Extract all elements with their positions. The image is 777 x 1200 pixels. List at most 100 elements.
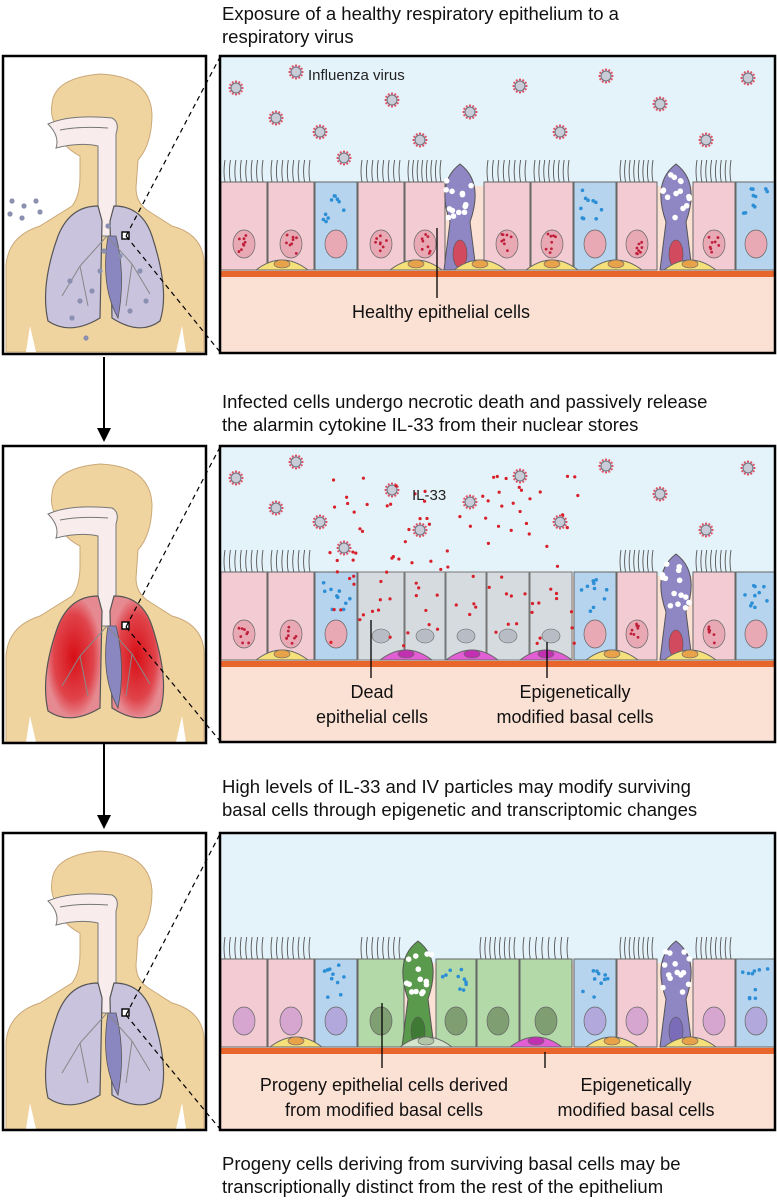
il33-particle bbox=[474, 605, 478, 609]
nuclear-il33 bbox=[428, 249, 432, 253]
virus-spike bbox=[418, 145, 422, 148]
virus-spike bbox=[750, 82, 753, 85]
virus-particle bbox=[412, 132, 428, 148]
cilium bbox=[228, 936, 231, 960]
cilium bbox=[275, 159, 278, 183]
epithelial-cell bbox=[267, 936, 315, 1048]
virus-spike bbox=[555, 526, 558, 529]
virus-spike bbox=[601, 459, 604, 462]
arm-gap-right bbox=[176, 1103, 186, 1129]
cilium bbox=[286, 549, 289, 573]
nuclear-il33 bbox=[506, 249, 509, 253]
cilium bbox=[494, 936, 497, 960]
virus-spike bbox=[664, 496, 667, 499]
club-granule bbox=[591, 199, 595, 203]
virus-spike bbox=[515, 79, 518, 82]
il33-particle bbox=[379, 579, 383, 584]
club-granule bbox=[444, 973, 448, 977]
virus-spike bbox=[711, 138, 714, 142]
virus-spike bbox=[746, 473, 750, 476]
mucus-granule bbox=[424, 951, 430, 957]
virus-spike bbox=[752, 470, 755, 473]
il33-particle bbox=[424, 608, 428, 613]
basal-nucleus bbox=[681, 1036, 699, 1046]
mucus-granule bbox=[667, 602, 674, 609]
mucus-granule bbox=[428, 951, 435, 958]
virus-spike bbox=[229, 83, 232, 86]
basal-nucleus bbox=[603, 649, 621, 659]
club-granule bbox=[596, 971, 601, 976]
club-granule bbox=[604, 587, 609, 592]
cilium bbox=[256, 936, 259, 960]
cilium bbox=[628, 549, 631, 573]
virus-spike bbox=[558, 527, 562, 530]
cilium bbox=[637, 549, 640, 573]
virus-spike bbox=[348, 160, 351, 163]
cilium bbox=[234, 159, 237, 183]
club-granule bbox=[753, 593, 757, 598]
virus-spike bbox=[553, 127, 556, 130]
il33-particle bbox=[528, 497, 532, 501]
nuclear-il33 bbox=[707, 235, 711, 239]
nuclear-il33 bbox=[544, 247, 548, 251]
virus-spike bbox=[415, 144, 418, 147]
virus-particle bbox=[462, 104, 478, 120]
virus-spike bbox=[662, 108, 665, 111]
nuclear-il33 bbox=[552, 234, 555, 238]
epithelial-cell bbox=[735, 181, 775, 271]
cilium bbox=[522, 936, 525, 960]
nuclear-il33 bbox=[635, 246, 639, 250]
nuclear-il33 bbox=[295, 236, 298, 240]
club-granule bbox=[764, 187, 768, 191]
il33-particle bbox=[328, 550, 332, 555]
virus-spike bbox=[289, 464, 292, 467]
virus-spike bbox=[342, 553, 346, 556]
virus-spike bbox=[608, 459, 611, 462]
mucus-granule bbox=[677, 188, 684, 195]
il33-particle bbox=[423, 489, 427, 493]
virus-spike bbox=[524, 88, 527, 91]
virus-spike bbox=[281, 506, 284, 510]
il33-particle bbox=[335, 558, 339, 563]
dead-label-line1: Dead bbox=[350, 682, 393, 702]
nucleus bbox=[744, 229, 768, 259]
il33-label: IL-33 bbox=[412, 487, 446, 504]
lung-left bbox=[44, 205, 103, 329]
virus-spike bbox=[658, 486, 662, 489]
virus-body bbox=[338, 152, 350, 164]
virus-spike bbox=[396, 492, 399, 495]
virus-spike bbox=[231, 81, 234, 84]
bronchi bbox=[61, 625, 151, 697]
virus-spike bbox=[349, 546, 352, 550]
nuclear-il33 bbox=[500, 233, 504, 236]
club-granule bbox=[751, 583, 756, 588]
body-panel-3 bbox=[4, 834, 205, 1130]
virus-spike bbox=[558, 124, 562, 127]
virus-particle bbox=[336, 540, 352, 556]
goblet-cell bbox=[401, 940, 435, 1048]
mucus-granule bbox=[678, 178, 684, 185]
virus-spike bbox=[415, 523, 418, 526]
virus-spike bbox=[701, 534, 704, 537]
mucus-granule bbox=[408, 989, 415, 995]
nuclear-il33 bbox=[629, 632, 633, 636]
virus-spike bbox=[599, 71, 602, 74]
il33-particle bbox=[506, 622, 510, 626]
club-granule bbox=[605, 976, 610, 981]
virus-spike bbox=[422, 133, 425, 136]
nuclear-il33 bbox=[717, 243, 721, 247]
virus-spike bbox=[746, 83, 750, 86]
virus-spike bbox=[699, 525, 702, 528]
virus-spike bbox=[346, 552, 349, 555]
inhaled-virus bbox=[33, 198, 39, 204]
bronchus bbox=[131, 653, 151, 685]
nucleus bbox=[540, 229, 564, 259]
cilium bbox=[387, 936, 390, 960]
il33-particle bbox=[345, 495, 349, 499]
virus-spike bbox=[472, 506, 475, 509]
virus-spike bbox=[662, 498, 665, 501]
virus-spike bbox=[564, 524, 567, 527]
club-granule bbox=[335, 980, 340, 985]
nucleus bbox=[702, 1006, 726, 1036]
cilium bbox=[308, 159, 311, 183]
